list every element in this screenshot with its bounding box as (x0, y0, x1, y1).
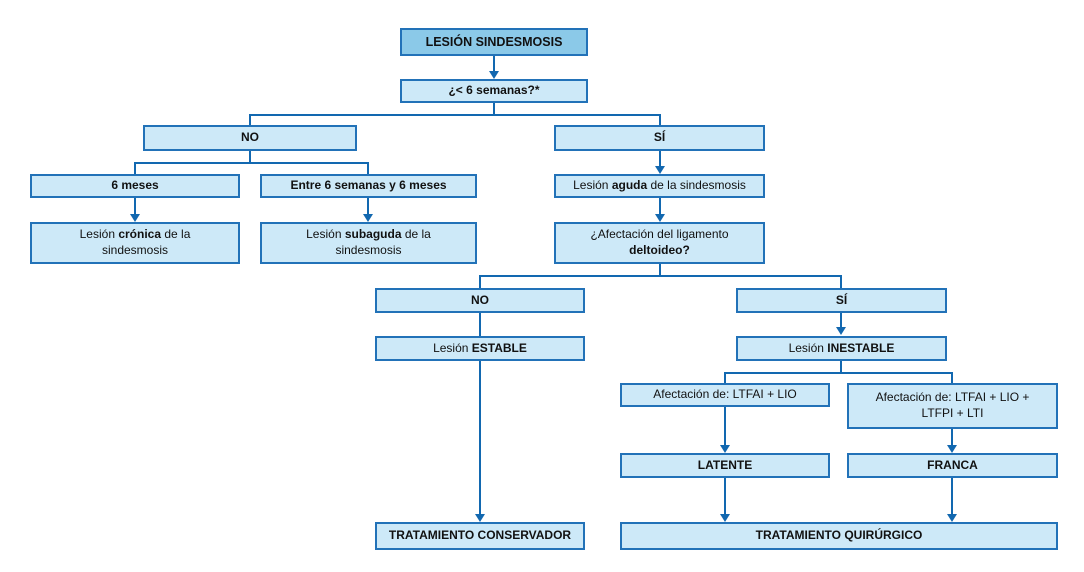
node-label: Afectación de: LTFAI + LIO +LTFPI + LTI (875, 390, 1030, 420)
arrowhead (489, 71, 499, 79)
connector-question-stub (493, 103, 495, 115)
node-label: 6 meses (111, 178, 159, 193)
connector-deltoideo-stub (659, 264, 661, 276)
arrowhead (947, 445, 957, 453)
node-label: Lesión INESTABLE (788, 340, 895, 355)
node-tratamiento-conservador: TRATAMIENTO CONSERVADOR (375, 522, 585, 550)
node-no-level1: NO (143, 125, 357, 151)
node-si-level2: SÍ (736, 288, 947, 313)
arrowhead (363, 214, 373, 222)
connector-to-afectacion2 (951, 372, 953, 383)
connector-no1-stub (249, 151, 251, 163)
arrowhead (947, 514, 957, 522)
node-label: NO (241, 130, 259, 145)
node-lesion-inestable: Lesión INESTABLE (736, 336, 947, 361)
connector-to-si1 (659, 114, 661, 125)
node-tratamiento-quirurgico: TRATAMIENTO QUIRÚRGICO (620, 522, 1058, 550)
connector-to-si2 (840, 275, 842, 288)
arrowhead (655, 166, 665, 174)
node-label: Lesión ESTABLE (433, 340, 527, 355)
node-label: SÍ (653, 130, 666, 145)
connector-bracket-level2 (479, 275, 842, 277)
node-label: NO (471, 292, 489, 307)
connector-6-meses-to-cronica (134, 198, 136, 215)
arrowhead (720, 514, 730, 522)
node-label: TRATAMIENTO CONSERVADOR (388, 528, 572, 543)
node-label: FRANCA (927, 457, 978, 472)
connector-si1-to-aguda (659, 151, 661, 167)
arrowhead (836, 327, 846, 335)
connector-to-6-meses (134, 162, 136, 174)
connector-to-no2 (479, 275, 481, 288)
connector-estable-to-conservador (479, 361, 481, 515)
node-entre-6-semanas-6-meses: Entre 6 semanas y 6 meses (260, 174, 477, 198)
node-label: TRATAMIENTO QUIRÚRGICO (755, 528, 923, 543)
node-label: LATENTE (697, 457, 753, 472)
arrowhead (720, 445, 730, 453)
node-franca: FRANCA (847, 453, 1058, 478)
connector-aguda-to-deltoideo (659, 198, 661, 215)
connector-bracket-inestable (724, 372, 953, 374)
connector-afectacion2-to-franca (951, 429, 953, 446)
node-afectacion-ltfai-lio-ltfpi-lti: Afectación de: LTFAI + LIO +LTFPI + LTI (847, 383, 1058, 429)
connector-franca-to-quirurgico (951, 478, 953, 515)
connector-to-entre (367, 162, 369, 174)
node-6-meses: 6 meses (30, 174, 240, 198)
node-label: LESIÓN SINDESMOSIS (425, 34, 563, 49)
node-label: SÍ (835, 292, 848, 307)
connector-bracket-level1 (249, 114, 661, 116)
connector-latente-to-quirurgico (724, 478, 726, 515)
arrowhead (130, 214, 140, 222)
node-si-level1: SÍ (554, 125, 765, 151)
node-lesion-estable: Lesión ESTABLE (375, 336, 585, 361)
node-label: Lesión aguda de la sindesmosis (573, 178, 746, 193)
connector-inestable-stub (840, 361, 842, 373)
connector-entre-to-subaguda (367, 198, 369, 215)
node-latente: LATENTE (620, 453, 830, 478)
connector-no2-to-estable (479, 313, 481, 336)
node-label: Entre 6 semanas y 6 meses (290, 178, 447, 193)
node-no-level2: NO (375, 288, 585, 313)
connector-to-no1 (249, 114, 251, 125)
arrowhead (475, 514, 485, 522)
node-label: Afectación de: LTFAI + LIO (653, 387, 797, 402)
connector-si2-to-inestable (840, 313, 842, 328)
node-lesion-aguda: Lesión aguda de la sindesmosis (554, 174, 765, 198)
node-afectacion-ltfai-lio: Afectación de: LTFAI + LIO (620, 383, 830, 407)
connector-afectacion1-to-latente (724, 407, 726, 446)
node-question-6-semanas: ¿< 6 semanas?* (400, 79, 588, 103)
node-lesion-sindesmosis: LESIÓN SINDESMOSIS (400, 28, 588, 56)
connector-to-afectacion1 (724, 372, 726, 383)
node-label: ¿< 6 semanas?* (448, 83, 540, 98)
connector-root-to-question (493, 56, 495, 71)
arrowhead (655, 214, 665, 222)
connector-bracket-no1 (134, 162, 369, 164)
